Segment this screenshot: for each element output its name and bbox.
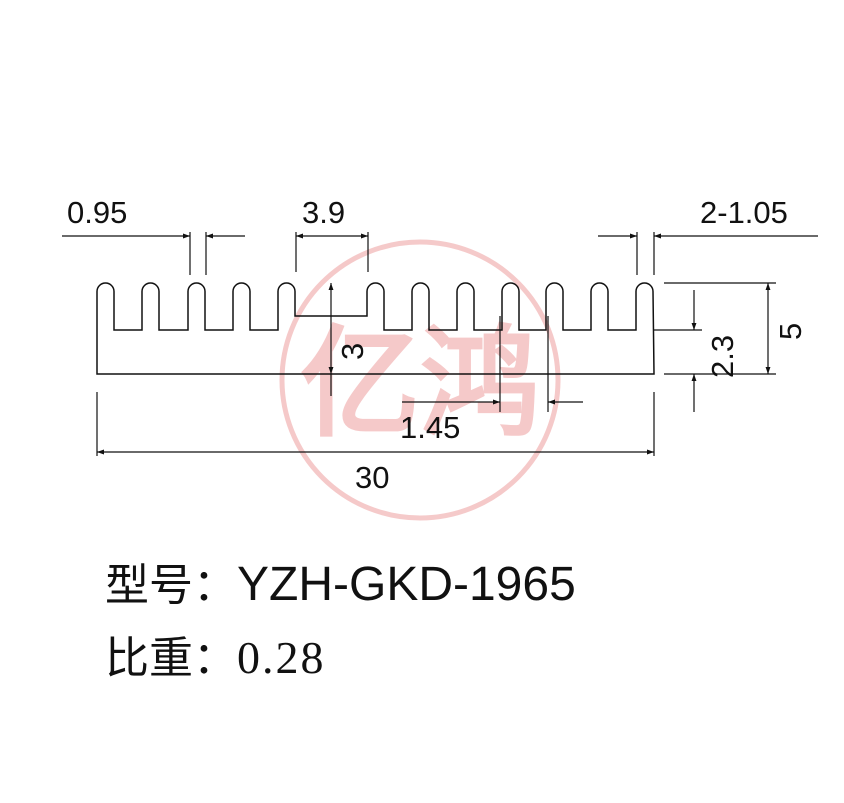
- density-caption: 比重：0.28: [105, 635, 326, 681]
- label-total-height: 5: [773, 323, 808, 340]
- label-fin-thickness: 0.95: [67, 195, 127, 230]
- heatsink-outline: [96, 282, 655, 375]
- model-value: YZH-GKD-1965: [237, 558, 576, 611]
- watermark-circle: [279, 239, 561, 521]
- model-caption: 型号：YZH-GKD-1965: [105, 561, 576, 609]
- model-label: 型号：: [105, 560, 237, 611]
- label-edge-fin-thickness: 2-1.05: [700, 195, 788, 230]
- density-value: 0.28: [237, 632, 326, 683]
- label-base-thickness: 1.45: [400, 410, 460, 445]
- density-label: 比重：: [105, 633, 237, 684]
- label-base-height: 2.3: [705, 335, 740, 378]
- label-fin-depth: 3: [335, 343, 370, 360]
- label-fin-pitch: 3.9: [302, 195, 345, 230]
- label-total-width: 30: [355, 460, 389, 495]
